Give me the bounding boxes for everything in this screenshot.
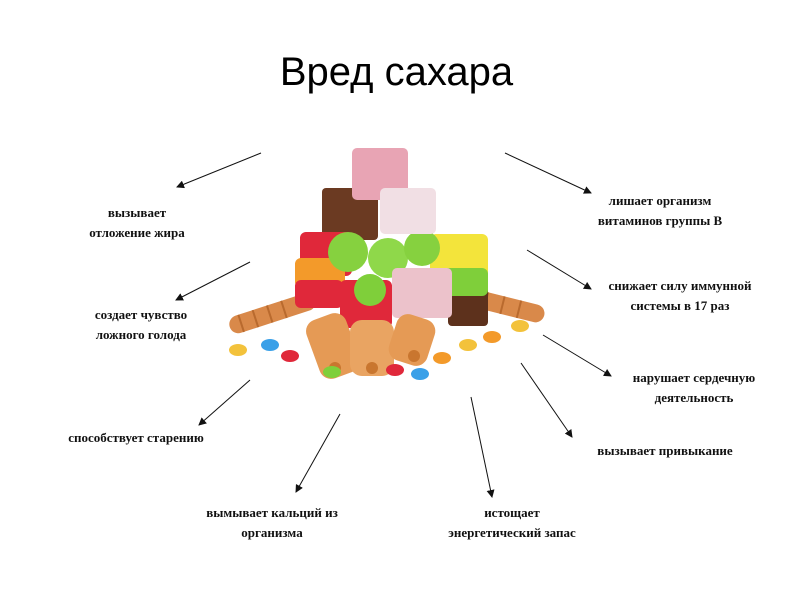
sweets-pile-icon	[229, 148, 545, 380]
arrow-hunger	[175, 261, 251, 301]
label-immune: снижает силу иммунной системы в 17 раз	[608, 278, 752, 313]
slide-title: Вред сахара	[279, 50, 514, 94]
label-energy: истощает энергетический запас	[448, 505, 576, 540]
arrow-energy	[470, 396, 495, 498]
arrow-immune	[526, 249, 592, 290]
arrow-aging	[198, 379, 251, 426]
label-aging: способствует старению	[68, 430, 204, 445]
label-calcium: вымывает кальций из организма	[206, 505, 338, 540]
arrow-fat	[176, 152, 262, 189]
label-fat: вызывает отложение жира	[89, 205, 185, 240]
arrow-calcium	[295, 413, 341, 493]
label-heart: нарушает сердечную деятельность	[632, 370, 756, 405]
label-hunger: создает чувство ложного голода	[94, 307, 188, 342]
arrow-vitamins	[504, 152, 592, 194]
label-vitamins: лишает организм витаминов группы В	[597, 193, 723, 228]
label-addiction: вызывает привыкание	[597, 443, 733, 458]
arrow-addiction	[520, 362, 573, 438]
arrow-heart	[542, 334, 612, 377]
